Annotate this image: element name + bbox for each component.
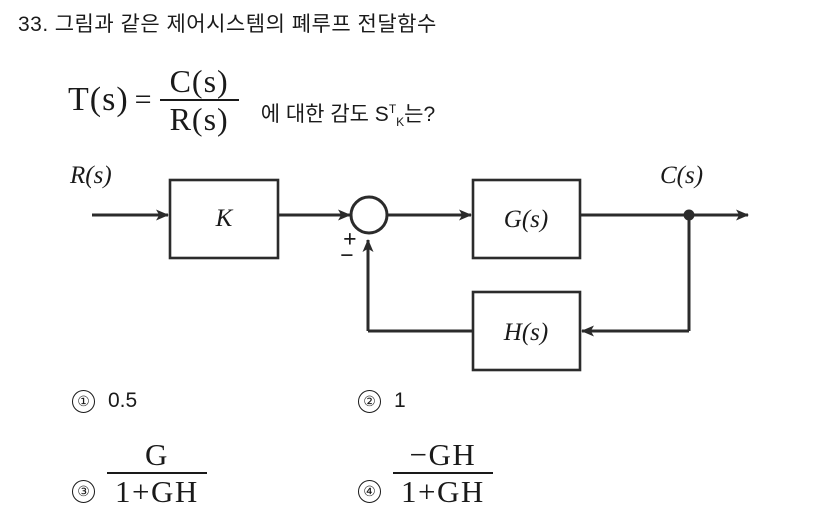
choice-marker-4: ④: [358, 480, 381, 503]
input-signal-label: R(s): [70, 162, 112, 189]
summing-minus-sign: −: [340, 243, 354, 269]
summing-plus-sign: +: [343, 227, 357, 253]
forward-block-label: G(s): [504, 206, 548, 233]
answer-choice-2[interactable]: ② 1: [358, 389, 406, 413]
question-text: 그림과 같은 제어시스템의 폐루프 전달함수: [54, 13, 437, 36]
choice-value-2: 1: [394, 389, 406, 412]
formula-fraction-bar: [159, 99, 239, 101]
choice-3-fraction-bar: [107, 472, 207, 474]
question-statement: 33.그림과 같은 제어시스템의 폐루프 전달함수: [18, 8, 437, 38]
choice-3-denominator: 1+GH: [115, 474, 199, 509]
choice-marker-2: ②: [358, 389, 381, 413]
formula-equals: =: [134, 83, 152, 116]
choice-marker-1: ①: [72, 389, 95, 413]
formula-numerator: C(s): [169, 63, 229, 99]
choice-marker-3: ③: [72, 480, 95, 503]
choice-4-numerator: −GH: [409, 437, 477, 472]
formula-lhs: T(s): [68, 81, 129, 118]
output-signal-label: C(s): [660, 162, 704, 189]
diagram-vector-graphics: K G(s) H(s): [92, 178, 749, 372]
control-system-block-diagram: R(s) C(s) + −: [0, 150, 826, 385]
choice-3-numerator: G: [144, 437, 169, 472]
sensitivity-base: S: [374, 102, 389, 126]
sensitivity-prefix-text: 에 대한 감도: [260, 102, 375, 126]
gain-block-label: K: [215, 205, 234, 232]
answer-choice-4[interactable]: ④ −GH 1+GH: [358, 437, 493, 509]
formula-fraction: C(s) R(s): [159, 63, 239, 137]
sensitivity-phrase: 에 대한 감도 STK는?: [261, 98, 435, 143]
choice-4-denominator: 1+GH: [401, 474, 485, 509]
choice-fraction-3: G 1+GH: [107, 437, 207, 509]
choice-value-1: 0.5: [108, 389, 138, 412]
gain-block-k: [168, 178, 280, 260]
forward-block-g: [471, 178, 582, 260]
sensitivity-superscript: T: [388, 101, 397, 116]
formula-denominator: R(s): [169, 101, 229, 137]
question-number: 33.: [18, 13, 49, 36]
feedback-block-label: H(s): [503, 319, 548, 346]
transfer-function-formula: T(s) = C(s) R(s) 에 대한 감도 STK는?: [68, 57, 435, 143]
sensitivity-subscript: K: [396, 115, 405, 129]
answer-choice-3[interactable]: ③ G 1+GH: [72, 437, 207, 509]
sensitivity-symbol: STK: [375, 102, 404, 129]
choice-4-fraction-bar: [393, 472, 493, 474]
sensitivity-suffix-text: 는?: [404, 102, 436, 126]
answer-choice-1[interactable]: ① 0.5: [72, 389, 137, 413]
choice-fraction-4: −GH 1+GH: [393, 437, 493, 509]
